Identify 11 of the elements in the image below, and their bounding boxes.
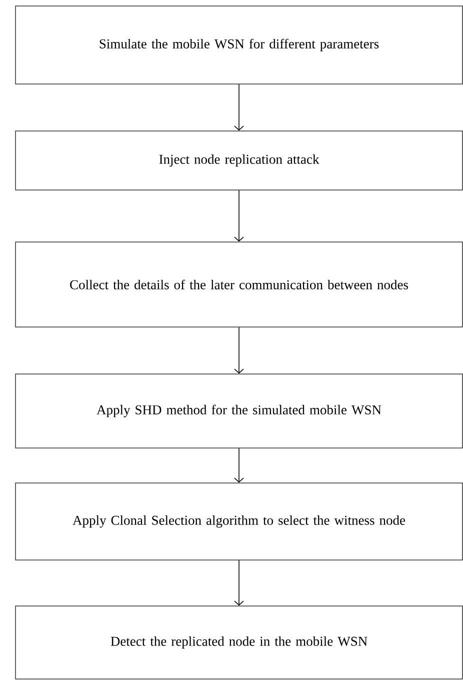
process-box: Collect the details of the later communication between nodes [15,242,463,328]
arrow [234,327,244,374]
arrow [234,84,244,131]
arrow [234,560,244,606]
process-box: Inject node replication attack [15,130,463,190]
process-box: Apply Clonal Selection algorithm to select the witness node [15,482,463,560]
process-box: Simulate the mobile WSN for different parameters [15,6,463,84]
arrow [234,448,244,483]
process-box: Detect the replicated node in the mobile WSN [15,606,463,680]
process-box: Apply SHD method for the simulated mobile WSN [15,374,463,448]
arrow [234,190,244,242]
